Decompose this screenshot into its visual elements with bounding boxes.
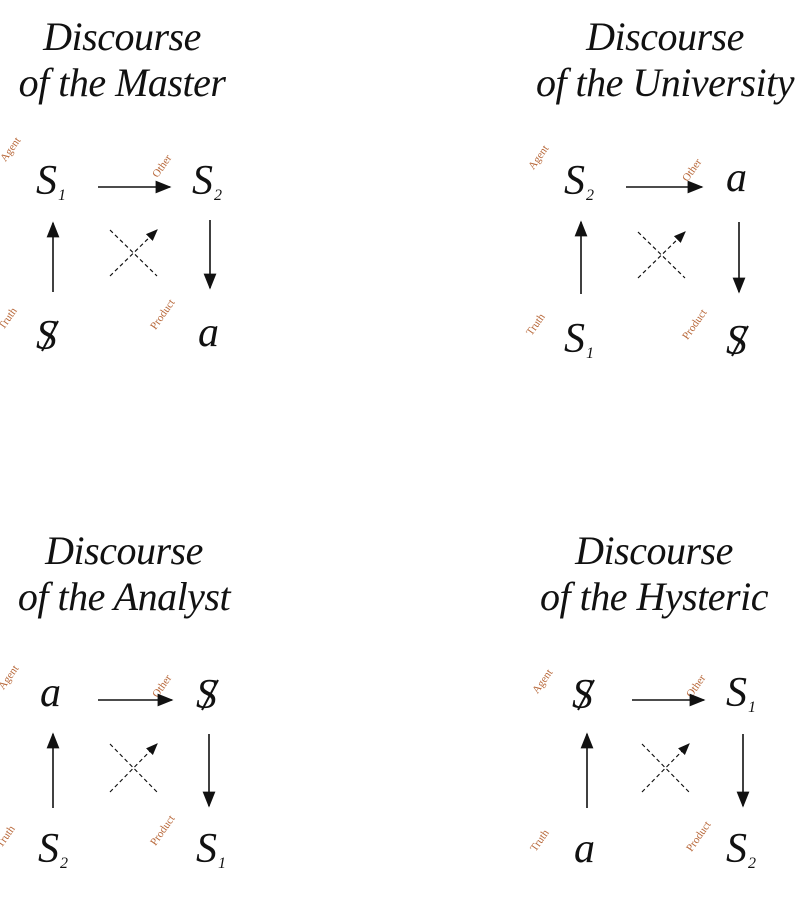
title-master: Discourse of the Master bbox=[18, 14, 226, 105]
title-analyst: Discourse of the Analyst bbox=[17, 528, 231, 619]
product-symbol: a bbox=[198, 310, 219, 356]
panel-hysteric: Discourse of the Hysteric Agent Other Tr… bbox=[528, 520, 800, 900]
arrows-university bbox=[574, 180, 746, 294]
product-symbol: S1 bbox=[196, 826, 226, 872]
other-symbol-barred: S bbox=[196, 672, 217, 718]
other-symbol: a bbox=[726, 155, 747, 201]
other-symbol: S1 bbox=[726, 670, 756, 716]
title-hysteric: Discourse of the Hysteric bbox=[540, 528, 769, 619]
panel-university: Discourse of the University Agent Other … bbox=[524, 0, 800, 380]
truth-symbol: a bbox=[574, 826, 595, 872]
product-symbol: S2 bbox=[726, 826, 756, 872]
truth-symbol: S1 bbox=[564, 316, 594, 362]
panel-master: Discourse of the Master Agent Other Trut… bbox=[0, 0, 360, 380]
truth-symbol-barred: S bbox=[36, 313, 57, 359]
arrows-master bbox=[46, 180, 217, 292]
truth-symbol: S2 bbox=[38, 826, 68, 872]
dashed-arrow-up bbox=[109, 229, 158, 277]
arrows-analyst bbox=[46, 693, 216, 808]
other-symbol: S2 bbox=[192, 158, 222, 204]
agent-symbol-barred: S bbox=[572, 672, 593, 718]
title-university: Discourse of the University bbox=[535, 14, 795, 105]
dashed-arrow-down bbox=[637, 231, 686, 279]
arrows-hysteric bbox=[580, 693, 750, 808]
agent-symbol: a bbox=[40, 670, 61, 716]
panel-analyst: Discourse of the Analyst Agent Other Tru… bbox=[0, 520, 360, 900]
product-symbol-barred: S bbox=[726, 318, 747, 364]
dashed-arrow-down bbox=[109, 229, 158, 277]
agent-symbol: S2 bbox=[564, 158, 594, 204]
dashed-arrow-up bbox=[637, 231, 686, 279]
agent-symbol: S1 bbox=[36, 158, 66, 204]
